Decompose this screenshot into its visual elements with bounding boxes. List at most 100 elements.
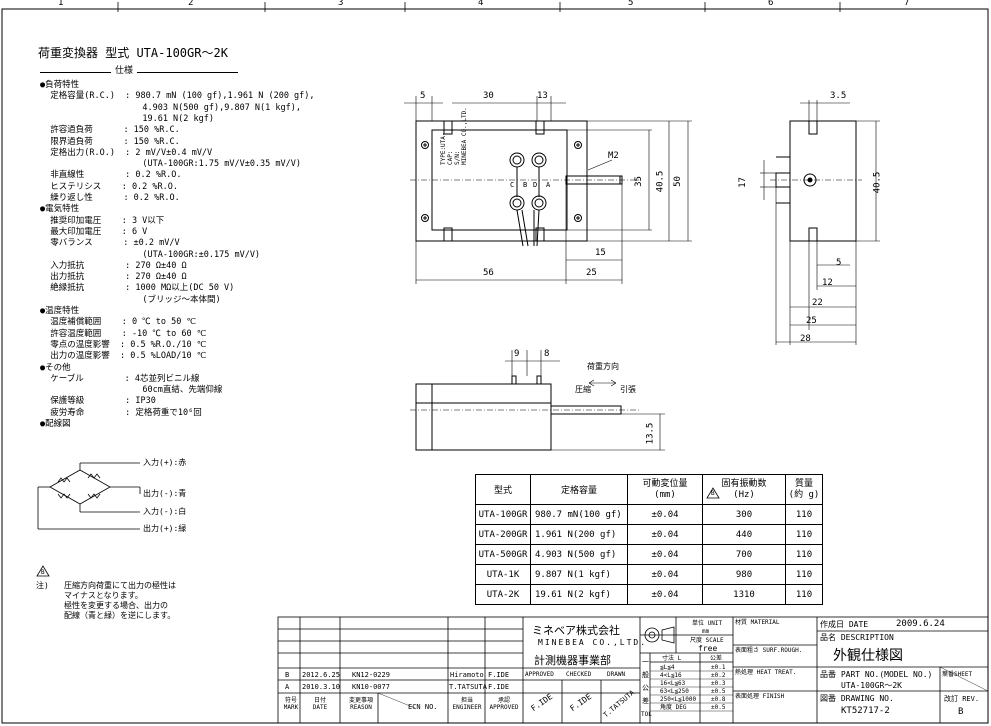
dim-50: 50	[672, 176, 683, 187]
spec-line: 4.903 N(500 gf),9.807 N(1 kgf),	[40, 102, 301, 113]
rev-b-reason: KN12-0229	[352, 671, 390, 679]
heat-label: 熱処理 HEAT TREAT.	[735, 669, 797, 676]
dim-40-5-side: 40.5	[872, 171, 883, 194]
terminal-c: C	[510, 181, 515, 189]
spec-line: 19.61 N(2 kgf)	[40, 113, 214, 124]
dim-12: 12	[822, 278, 833, 288]
rev-value: B	[958, 707, 964, 717]
spec-line: 疲労寿命 : 定格荷重で10⁶回	[40, 407, 202, 418]
terminal-b: B	[523, 181, 528, 189]
spec-line: 出力の温度影響 : 0.5 %LOAD/10 ℃	[40, 351, 207, 362]
zone-5: 5	[628, 0, 634, 8]
dim-13: 13	[537, 91, 548, 101]
table-cell: 19.61 N(2 kgf)	[530, 584, 628, 605]
col-mass: 質量 (約 g)	[785, 474, 823, 505]
unit-value: mm	[702, 628, 710, 635]
col-model: 型式	[475, 474, 531, 505]
dim-56: 56	[483, 268, 494, 278]
zone-1: 1	[58, 0, 64, 8]
table-cell: 980.7 mN(100 gf)	[530, 504, 628, 525]
table-cell: ±0.04	[627, 504, 703, 525]
tol-value: ±0.1	[711, 664, 726, 671]
material-label: 材質 MATERIAL	[735, 619, 780, 626]
table-cell: 110	[785, 504, 823, 525]
dim-15: 15	[595, 248, 606, 258]
note-line-1: 圧縮方向荷重にて出力の極性は	[64, 581, 176, 590]
table-cell: 440	[702, 524, 786, 545]
note-line-2: マイナスとなります。	[64, 591, 143, 600]
table-cell: 4.903 N(500 gf)	[530, 544, 628, 565]
spec-line: 零バランス : ±0.2 mV/V	[40, 238, 180, 249]
compress-label: 圧縮	[575, 385, 591, 394]
spec-line: 許容過負荷 : 150 %R.C.	[40, 125, 180, 136]
dim-m2: M2	[608, 151, 619, 161]
table-cell: 110	[785, 564, 823, 585]
tension-label: 引張	[620, 385, 636, 394]
dim-17: 17	[737, 177, 748, 188]
tol-range: ≦L≦4	[660, 664, 675, 671]
dim-8: 8	[544, 349, 550, 359]
table-cell: ±0.04	[627, 544, 703, 565]
col-capacity: 定格容量	[530, 474, 628, 505]
freq-mark: B	[711, 490, 715, 497]
col-displacement: 可動変位量 (mm)	[627, 474, 703, 505]
projection-symbol	[644, 626, 675, 644]
rev-a-mark: A	[285, 683, 290, 691]
table-cell: ±0.04	[627, 564, 703, 585]
table-cell: UTA-100GR	[475, 504, 531, 525]
drawing-no-label: 図番 DRAWING NO.	[820, 694, 894, 703]
table-cell: 9.807 N(1 kgf)	[530, 564, 628, 585]
rev-a-engineer: T.TATSUTA	[449, 683, 487, 691]
table-cell: UTA-500GR	[475, 544, 531, 565]
table-cell: 110	[785, 584, 823, 605]
tol-value: ±0.5	[711, 688, 726, 695]
rev-b-engineer: Hiramoto	[450, 671, 484, 679]
side-view	[770, 120, 862, 242]
dim-25: 25	[586, 268, 597, 278]
wiring-input-minus: 入力(-):白	[143, 507, 187, 516]
unit-label: 単位 UNIT	[692, 620, 723, 627]
table-cell: 110	[785, 524, 823, 545]
zone-7: 7	[904, 0, 910, 8]
rev-label: 改訂 REV.	[944, 695, 980, 703]
spec-line: ヒステリシス : 0.2 %R.O.	[40, 181, 178, 192]
table-cell: ±0.04	[627, 584, 703, 605]
spec-line: (UTA-100GR:1.75 mV/V±0.35 mV/V)	[40, 159, 301, 170]
spec-line: 零点の温度影響 : 0.5 %R.O./10 ℃	[40, 339, 207, 350]
table-cell: UTA-1K	[475, 564, 531, 585]
front-view	[410, 120, 640, 247]
company-en: MINEBEA CO.,LTD.	[538, 638, 648, 647]
spec-line: 入力抵抗 : 270 Ω±40 Ω	[40, 260, 187, 271]
rev-b-date: 2012.6.25	[302, 671, 340, 679]
dim-30: 30	[483, 91, 494, 101]
label-approved: APPROVED	[525, 671, 554, 678]
zone-4: 4	[478, 0, 484, 8]
note-line-3: 極性を変更する場合、出力の	[64, 601, 168, 610]
spec-line: ●その他	[40, 362, 71, 373]
spec-heading-rule	[40, 72, 238, 73]
tol-value: ±0.3	[711, 680, 726, 687]
wiring-output-plus: 出力(+):緑	[143, 524, 187, 533]
load-direction: 荷重方向	[587, 362, 619, 371]
spec-line: 定格出力(R.O.) : 2 mV/V±0.4 mV/V	[40, 147, 213, 158]
spec-line: 温度補償範囲 : 0 ℃ to 50 ℃	[40, 317, 197, 328]
zone-3: 3	[338, 0, 344, 8]
tol-range: 250<L≦1000	[660, 696, 697, 703]
spec-table: 型式 定格容量 可動変位量 (mm) 固有振動数 (Hz) 質量 (約 g) U…	[475, 474, 823, 605]
tol-range: 16<L≦63	[660, 680, 686, 687]
dim-5: 5	[420, 91, 426, 101]
dim-3-5: 3.5	[830, 91, 847, 101]
tol-value: ±0.2	[711, 672, 726, 679]
wiring-input-plus: 入力(+):赤	[143, 458, 187, 467]
spec-line: (ブリッジ～本体間)	[40, 294, 221, 305]
spec-line: 繰り返し性 : 0.2 %R.O.	[40, 193, 180, 203]
spec-line: ケーブル : 4芯並列ビニル線	[40, 373, 200, 384]
part-value: UTA-100GR～2K	[841, 681, 902, 690]
